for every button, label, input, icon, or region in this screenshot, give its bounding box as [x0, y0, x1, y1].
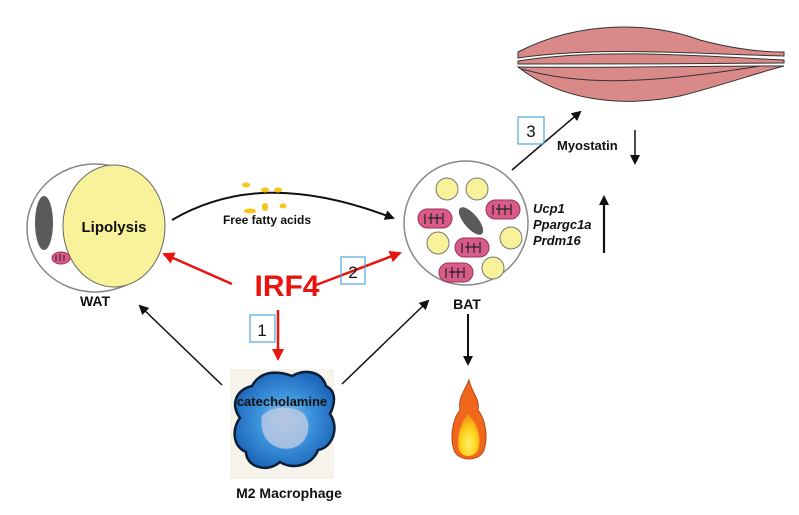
myostatin-label: Myostatin — [557, 138, 618, 153]
wat-nucleus — [35, 196, 53, 250]
fatty-acid-dots — [242, 182, 287, 214]
macrophage-inner-label: catecholamine — [237, 394, 327, 409]
macrophage-nucleus — [261, 407, 309, 449]
wat-lipid-droplet — [62, 164, 166, 288]
macrophage: catecholamine M2 Macrophage — [230, 369, 342, 501]
muscle — [516, 26, 785, 102]
gene-ppargc1a: Ppargc1a — [533, 217, 592, 232]
gene-list: Ucp1 Ppargc1a Prdm16 — [533, 195, 609, 253]
macrophage-to-wat-arrow — [138, 304, 223, 386]
irf4-to-wat-arrow — [162, 252, 233, 286]
macrophage-label: M2 Macrophage — [236, 485, 342, 501]
ffa-edge: Free fatty acids — [171, 182, 395, 227]
step-number-3: 3 — [526, 122, 535, 141]
step-box-2: 2 — [340, 256, 366, 285]
step-box-1: 1 — [249, 314, 276, 343]
bat-mitochondria — [417, 199, 521, 283]
bat-cell: BAT — [403, 160, 529, 312]
step-box-3: 3 — [517, 116, 545, 145]
irf4-label: IRF4 — [254, 270, 319, 303]
bat-to-muscle-arrow — [511, 110, 582, 171]
step-number-2: 2 — [348, 263, 357, 282]
bat-label: BAT — [453, 296, 481, 312]
step-number-1: 1 — [257, 321, 266, 340]
wat-cell: Lipolysis WAT — [26, 163, 166, 309]
gene-ucp1: Ucp1 — [533, 201, 565, 216]
ffa-label: Free fatty acids — [223, 213, 311, 227]
wat-label: WAT — [80, 293, 111, 309]
gene-prdm16: Prdm16 — [533, 233, 581, 248]
fire-icon — [451, 378, 487, 460]
macrophage-to-bat-arrow — [341, 299, 430, 385]
bat-nucleus — [458, 207, 484, 235]
ffa-arrow — [171, 191, 395, 221]
irf4-to-bat-arrow — [315, 250, 402, 287]
bat-lipid-droplets — [426, 177, 523, 280]
wat-inner-label: Lipolysis — [81, 219, 146, 236]
wat-mitochondrion — [51, 251, 71, 265]
